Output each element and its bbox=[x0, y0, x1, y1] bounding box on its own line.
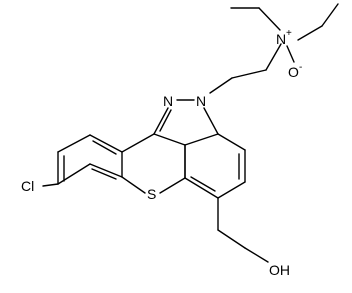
atom-labels: Cl S N N N + O - OH bbox=[21, 28, 302, 278]
nitrogen-label: N bbox=[276, 31, 286, 47]
bond bbox=[89, 134, 123, 153]
bond bbox=[121, 176, 146, 194]
bond bbox=[121, 133, 155, 153]
sulfur-label: S bbox=[147, 186, 156, 202]
bond bbox=[153, 107, 169, 135]
bond bbox=[321, 3, 339, 27]
bond bbox=[91, 168, 117, 180]
bond bbox=[265, 43, 282, 71]
charge-label: + bbox=[286, 28, 292, 39]
bond bbox=[159, 109, 172, 132]
bond bbox=[286, 45, 295, 63]
bond bbox=[89, 163, 123, 178]
bond bbox=[231, 69, 267, 79]
hydroxyl-label: OH bbox=[269, 262, 290, 278]
nitrogen-label: N bbox=[196, 93, 206, 109]
bond bbox=[42, 183, 59, 187]
bond bbox=[217, 133, 246, 151]
bond bbox=[184, 177, 219, 199]
bond bbox=[153, 133, 186, 146]
bond bbox=[190, 176, 216, 192]
bond bbox=[159, 177, 186, 194]
bond bbox=[217, 181, 246, 199]
bond bbox=[297, 25, 323, 41]
bond bbox=[184, 133, 219, 146]
bond bbox=[209, 77, 233, 94]
chlorine-label: Cl bbox=[21, 178, 34, 194]
bond bbox=[57, 134, 91, 153]
bond bbox=[92, 140, 117, 155]
oxygen-label: O bbox=[288, 64, 299, 80]
bond bbox=[244, 247, 269, 263]
bonds bbox=[42, 3, 339, 263]
nitrogen-label: N bbox=[163, 93, 173, 109]
charge-label: - bbox=[299, 62, 302, 73]
bond bbox=[258, 7, 281, 31]
bond bbox=[57, 163, 91, 185]
bond bbox=[217, 229, 246, 249]
bond bbox=[203, 107, 219, 135]
